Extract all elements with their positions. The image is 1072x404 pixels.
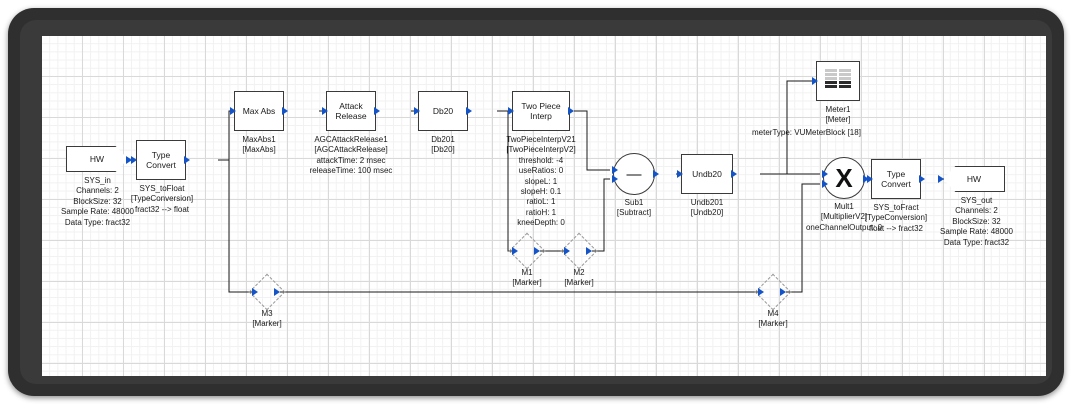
port-subtract-out[interactable] [653,170,659,178]
caption-two-piece-interp: TwoPieceInterpV21 [TwoPieceInterpV2] thr… [506,135,576,228]
caption-m1: M1[Marker] [512,268,542,288]
port-multiplier-in-1[interactable] [822,170,828,178]
port-subtract-in-2[interactable] [612,175,618,183]
port-to-float-in[interactable] [131,156,137,164]
caption-multiplier: Mult1 [MultiplierV2] oneChannelOutput: 0 [805,202,883,232]
port-m3-out[interactable] [274,288,280,296]
caption-m3: M3[Marker] [252,309,282,329]
block-two-piece-interp[interactable]: Two Piece Interp [512,91,570,131]
block-attack-release-label: Attack Release [335,100,367,121]
block-type-convert-to-float-label: Type Convert [146,149,176,170]
port-multiplier-in-2[interactable] [822,180,828,188]
caption-undb20: Undb201 [Undb20] [690,198,724,218]
port-m1-in[interactable] [512,247,518,255]
port-two-piece-interp-in[interactable] [508,107,514,115]
caption-hw-output: SYS_out Channels: 2 BlockSize: 32 Sample… [940,196,1013,247]
caption-m4: M4[Marker] [758,309,788,329]
block-undb20-label: Undb20 [692,168,722,179]
port-m1-out[interactable] [534,247,540,255]
block-multiplier-label: X [835,162,853,193]
caption-m2: M2[Marker] [564,268,594,288]
port-m2-in[interactable] [564,247,570,255]
block-meter[interactable] [816,61,860,101]
device-frame: HW SYS_in Channels: 2 BlockSize: 32 Samp… [8,8,1064,396]
port-attack-release-in[interactable] [322,107,328,115]
port-undb20-in[interactable] [677,170,683,178]
block-hw-input-label: HW [89,154,105,164]
port-hw-input-out[interactable] [126,156,132,164]
block-hw-output-label: HW [966,174,982,184]
vu-meter-icon [825,69,851,93]
block-max-abs-label: Max Abs [242,105,276,116]
block-two-piece-interp-label: Two Piece Interp [521,100,561,121]
block-type-convert-to-fract-label: Type Convert [881,168,911,189]
port-m4-in[interactable] [758,288,764,296]
port-multiplier-out[interactable] [863,175,869,183]
port-m3-in[interactable] [252,288,258,296]
block-max-abs[interactable]: Max Abs [234,91,284,131]
caption-meter: Meter1 [Meter] [825,105,851,125]
block-type-convert-to-float[interactable]: Type Convert [136,140,186,180]
port-to-fract-in[interactable] [867,175,873,183]
block-subtract-label: — [626,165,642,183]
port-m2-out[interactable] [586,247,592,255]
caption-type-convert-to-float: SYS_toFloat [TypeConversion] fract32 -->… [130,184,194,214]
port-undb20-out[interactable] [731,170,737,178]
port-m4-out[interactable] [780,288,786,296]
port-max-abs-in[interactable] [230,107,236,115]
port-hw-output-in[interactable] [938,175,944,183]
port-two-piece-interp-out[interactable] [568,107,574,115]
caption-max-abs: MaxAbs1 [MaxAbs] [242,135,276,155]
caption-hw-input: SYS_in Channels: 2 BlockSize: 32 Sample … [61,176,134,227]
caption-subtract: Sub1 [Subtract] [616,198,652,218]
caption-type-convert-to-fract: SYS_toFract [TypeConversion] float --> f… [864,203,928,233]
port-db20-out[interactable] [466,107,472,115]
port-meter-in[interactable] [812,77,818,85]
block-type-convert-to-fract[interactable]: Type Convert [871,159,921,199]
caption-attack-release: AGCAttackRelease1 [AGCAttackRelease] att… [309,135,393,176]
port-subtract-in-1[interactable] [612,166,618,174]
port-max-abs-out[interactable] [282,107,288,115]
caption-meter-type: meterType: VUMeterBlock [18] [752,128,861,137]
block-undb20[interactable]: Undb20 [681,154,733,194]
port-to-fract-out[interactable] [919,175,925,183]
block-hw-output[interactable]: HW [943,166,1005,192]
port-to-float-out[interactable] [184,156,190,164]
caption-db20: Db201 [Db20] [431,135,455,155]
block-multiplier[interactable]: X [823,157,865,199]
port-db20-in[interactable] [414,107,420,115]
block-db20[interactable]: Db20 [418,91,468,131]
wire-layer [157,80,970,293]
block-attack-release[interactable]: Attack Release [326,91,376,131]
block-hw-input[interactable]: HW [66,146,128,172]
block-db20-label: Db20 [432,105,454,116]
block-subtract[interactable]: — [613,153,655,195]
diagram-canvas[interactable]: HW SYS_in Channels: 2 BlockSize: 32 Samp… [42,36,1046,376]
port-attack-release-out[interactable] [374,107,380,115]
